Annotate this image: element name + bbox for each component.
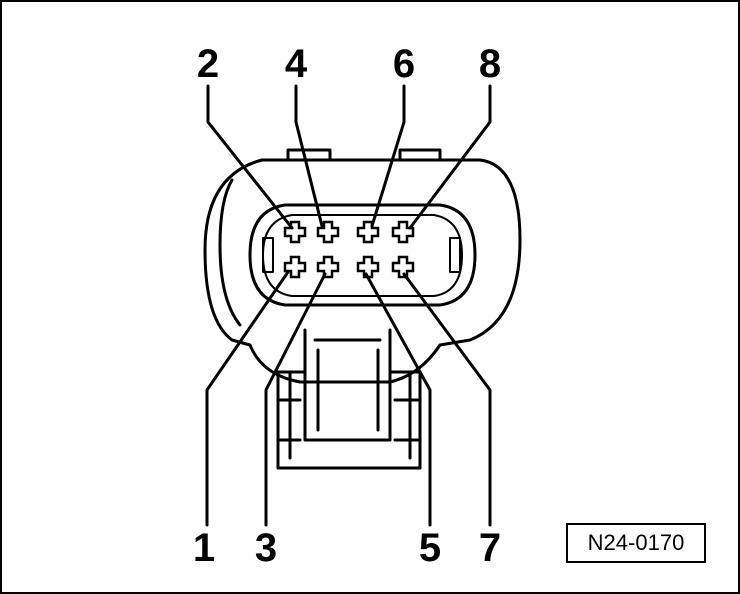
leader-line-7 bbox=[402, 272, 492, 527]
pin-terminal-4 bbox=[316, 220, 340, 244]
locking-clip bbox=[303, 328, 392, 442]
reference-code-box: N24-0170 bbox=[566, 523, 706, 563]
leader-line-1 bbox=[205, 270, 290, 527]
reference-code: N24-0170 bbox=[587, 530, 685, 555]
pin-terminal-7 bbox=[391, 255, 415, 279]
pin-label-4: 4 bbox=[284, 42, 308, 86]
latch-tab-right bbox=[398, 148, 442, 162]
pin-terminal-1 bbox=[283, 255, 307, 279]
leader-line-2 bbox=[206, 84, 294, 230]
leader-line-6 bbox=[370, 84, 406, 228]
leader-line-8 bbox=[408, 84, 492, 230]
latch-tab-left bbox=[286, 148, 332, 162]
leader-line-4 bbox=[294, 84, 324, 228]
pin-label-8: 8 bbox=[478, 42, 502, 86]
pin-terminal-3 bbox=[316, 255, 340, 279]
pin-cavity-outer bbox=[248, 203, 477, 307]
pin-cavity-inner bbox=[262, 214, 463, 297]
leader-line-3 bbox=[264, 272, 327, 527]
pin-label-6: 6 bbox=[392, 42, 416, 86]
pin-label-7: 7 bbox=[478, 526, 502, 570]
pin-terminal-6 bbox=[356, 220, 380, 244]
pin-label-2: 2 bbox=[196, 42, 220, 86]
pin-label-1: 1 bbox=[192, 526, 216, 570]
pin-label-5: 5 bbox=[418, 526, 442, 570]
pin-terminal-2 bbox=[283, 220, 307, 244]
leader-line-5 bbox=[364, 272, 432, 527]
pin-terminal-8 bbox=[391, 220, 415, 244]
pin-label-3: 3 bbox=[254, 526, 278, 570]
pin-terminal-5 bbox=[356, 255, 380, 279]
